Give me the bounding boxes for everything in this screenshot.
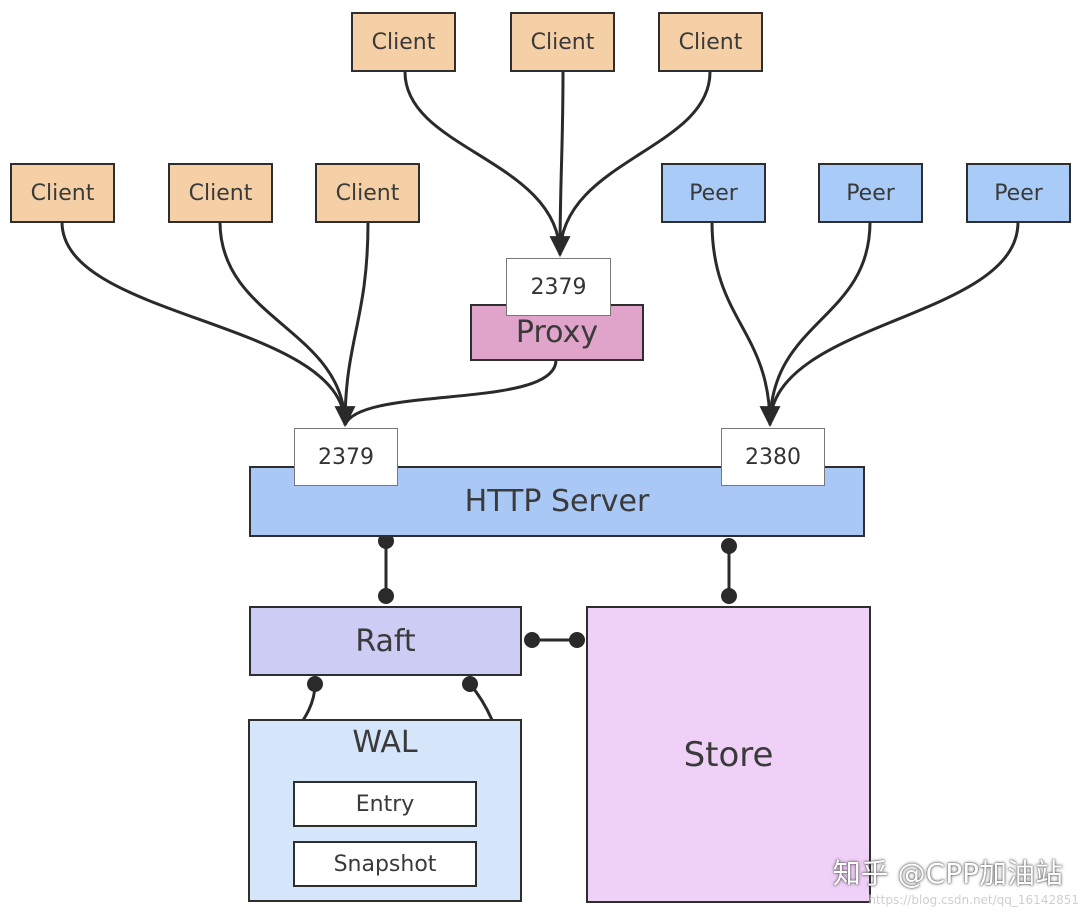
connector-dot: [378, 588, 394, 604]
client-node-top-2: Client: [510, 12, 615, 72]
edge-peer2-http: [768, 221, 872, 426]
wal-snapshot-node: Snapshot: [293, 841, 477, 887]
store-node: Store: [586, 606, 871, 903]
edge-proxy-http: [343, 359, 558, 426]
edge-top-client2-proxy: [558, 71, 565, 256]
client-node-top-3: Client: [658, 12, 763, 72]
edge-top-client1-proxy: [403, 71, 571, 258]
wal-title: WAL: [352, 725, 418, 760]
connector-dot: [721, 588, 737, 604]
client-node-left-3: Client: [315, 163, 420, 223]
connector-dot: [524, 632, 540, 648]
client-node-left-2: Client: [168, 163, 273, 223]
http-peer-port-badge: 2380: [721, 428, 825, 486]
edge-left-client1-http: [60, 221, 356, 428]
edge-left-client2-http: [218, 221, 347, 426]
proxy-port-badge: 2379: [506, 258, 611, 316]
http-client-port-badge: 2379: [294, 428, 398, 486]
edge-peer1-http: [710, 221, 781, 428]
watermark-text: 知乎 @CPP加油站: [832, 857, 1063, 890]
connector-dot: [378, 533, 394, 549]
edge-left-client3-http: [343, 221, 370, 426]
edge-top-client3-proxy: [558, 71, 712, 256]
wal-entry-node: Entry: [293, 781, 477, 827]
connector-dot: [569, 632, 585, 648]
raft-node: Raft: [249, 606, 522, 676]
watermark-url: https://blog.csdn.net/qq_16142851: [868, 893, 1079, 907]
connector-dot: [721, 538, 737, 554]
peer-node-1: Peer: [661, 163, 766, 223]
connector-dot: [462, 676, 478, 692]
peer-node-3: Peer: [966, 163, 1071, 223]
proxy-node: Proxy: [470, 304, 644, 361]
connector-dot: [307, 676, 323, 692]
client-node-left-1: Client: [10, 163, 115, 223]
edge-peer3-http: [768, 221, 1020, 426]
client-node-top-1: Client: [351, 12, 456, 72]
peer-node-2: Peer: [818, 163, 923, 223]
